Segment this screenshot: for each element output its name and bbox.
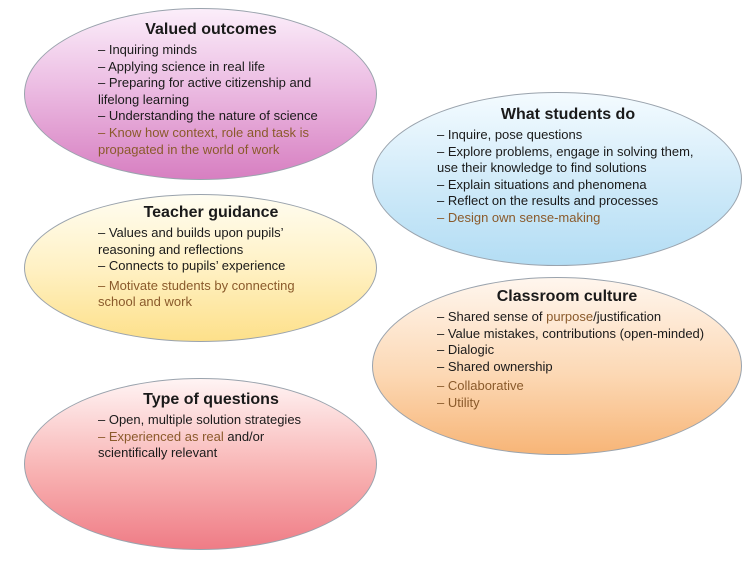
ellipse-classroom-culture bbox=[372, 277, 742, 455]
list-item: – Shared ownership bbox=[437, 358, 553, 374]
list-item: lifelong learning bbox=[98, 91, 190, 107]
list-item-text: /justification bbox=[593, 309, 662, 324]
list-item: reasoning and reflections bbox=[98, 241, 244, 257]
ellipse-type-of-questions bbox=[24, 378, 377, 550]
list-item: – Inquire, pose questions bbox=[437, 127, 583, 142]
valued-outcomes-block: Valued outcomes – Inquiring minds – Appl… bbox=[98, 21, 378, 158]
ellipse-what-students-do bbox=[372, 92, 742, 266]
list-item: – Reflect on the results and processes bbox=[437, 193, 659, 209]
list-item: – Applying science in real life bbox=[98, 58, 265, 74]
list-item: – Dialogic bbox=[437, 342, 495, 358]
list-item-text: – Shared sense of bbox=[437, 309, 547, 324]
type-of-questions-list: – Open, multiple solution strategies – E… bbox=[98, 412, 378, 462]
valued-outcomes-title: Valued outcomes bbox=[145, 21, 277, 38]
type-of-questions-title: Type of questions bbox=[143, 391, 279, 408]
list-item: use their knowledge to find solutions bbox=[437, 160, 647, 176]
list-item-added: – Utility bbox=[437, 394, 480, 410]
list-item: – Preparing for active citizenship and bbox=[98, 75, 312, 91]
classroom-culture-block: Classroom culture – Shared sense of purp… bbox=[437, 288, 737, 412]
what-students-do-title: What students do bbox=[500, 106, 636, 123]
teacher-guidance-list: – Values and builds upon pupils’ reasoni… bbox=[98, 225, 378, 311]
type-of-questions-block: Type of questions – Open, multiple solut… bbox=[98, 391, 378, 462]
list-item: – Inquiring minds bbox=[98, 42, 197, 57]
list-item-accent-text: purpose bbox=[546, 309, 594, 324]
list-item: – Values and builds upon pupils’ bbox=[98, 225, 284, 240]
list-item: – Explain situations and phenomena bbox=[437, 176, 647, 192]
list-item-accent-text: – Experienced as real bbox=[98, 428, 224, 444]
list-item: – Understanding the nature of science bbox=[98, 108, 318, 124]
list-item: – Open, multiple solution strategies bbox=[98, 412, 302, 427]
teacher-guidance-title: Teacher guidance bbox=[143, 204, 279, 221]
list-item-text: and/or bbox=[223, 428, 265, 444]
ellipse-valued-outcomes bbox=[24, 8, 377, 180]
classroom-culture-title: Classroom culture bbox=[496, 288, 638, 305]
list-item-added: – Collaborative bbox=[437, 378, 524, 394]
list-item-added: school and work bbox=[98, 294, 192, 310]
list-item: – Experienced as real and/or bbox=[98, 429, 378, 446]
list-item-added: propagated in the world of work bbox=[98, 141, 280, 157]
teacher-guidance-block: Teacher guidance – Values and builds upo… bbox=[98, 204, 378, 311]
list-item: – Shared sense of purpose/justification bbox=[437, 309, 737, 326]
list-item-added: – Motivate students by connecting bbox=[98, 277, 295, 293]
what-students-do-list: – Inquire, pose questions – Explore prob… bbox=[437, 127, 737, 227]
list-item-added: – Design own sense-making bbox=[437, 209, 601, 225]
list-item: scientifically relevant bbox=[98, 445, 218, 461]
valued-outcomes-list: – Inquiring minds – Applying science in … bbox=[98, 42, 378, 158]
classroom-culture-list: – Shared sense of purpose/justification … bbox=[437, 309, 737, 412]
list-item: – Value mistakes, contributions (open-mi… bbox=[437, 325, 705, 341]
list-item: – Connects to pupils’ experience bbox=[98, 258, 286, 274]
ellipse-teacher-guidance bbox=[24, 194, 377, 342]
what-students-do-block: What students do – Inquire, pose questio… bbox=[437, 106, 737, 227]
list-item: – Explore problems, engage in solving th… bbox=[437, 143, 694, 159]
list-item-added: – Know how context, role and task is bbox=[98, 124, 310, 140]
